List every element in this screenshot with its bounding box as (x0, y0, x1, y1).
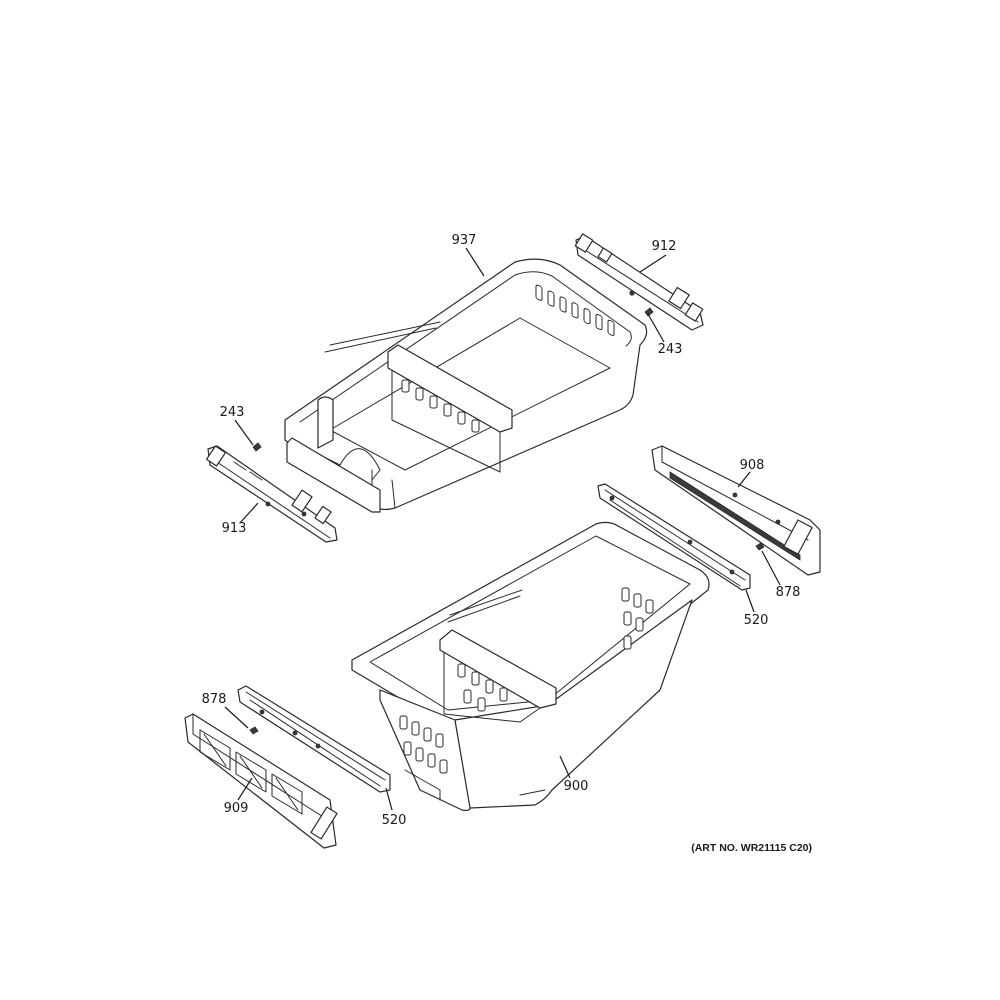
upper-right-rail (574, 233, 704, 331)
upper-divider-vents (401, 379, 480, 433)
callout-520-left: 520 (382, 813, 407, 828)
lower-left-rail-cover (184, 713, 338, 849)
upper-basket-side-vents (535, 284, 615, 336)
lower-divider-vents (457, 663, 508, 712)
callout-243-right: 243 (658, 342, 683, 357)
screw-243-left (252, 442, 262, 452)
callout-912: 912 (652, 239, 677, 254)
art-number: (ART NO. WR21115 C20) (691, 842, 812, 854)
lower-basket-front-vents (399, 715, 448, 774)
callout-520-right: 520 (744, 613, 769, 628)
callout-937: 937 (452, 233, 477, 248)
left-drawer-slide (237, 685, 391, 793)
lower-basket-side-vents (621, 587, 654, 650)
callout-878-left: 878 (202, 692, 227, 707)
callout-909: 909 (224, 801, 249, 816)
screw-878-left (249, 726, 259, 735)
callout-900: 900 (564, 779, 589, 794)
lower-freezer-basket (351, 521, 710, 812)
screw-243-right (644, 307, 654, 317)
callout-878-right: 878 (776, 585, 801, 600)
callout-913: 913 (222, 521, 247, 536)
upper-freezer-basket (284, 258, 648, 513)
upper-left-rail (205, 445, 338, 543)
right-drawer-slide (597, 483, 751, 591)
lower-right-rail-cover (651, 445, 821, 576)
leader-lines (224, 247, 781, 811)
callout-908: 908 (740, 458, 765, 473)
callout-243-left: 243 (220, 405, 245, 420)
screw-878-right (755, 542, 765, 551)
